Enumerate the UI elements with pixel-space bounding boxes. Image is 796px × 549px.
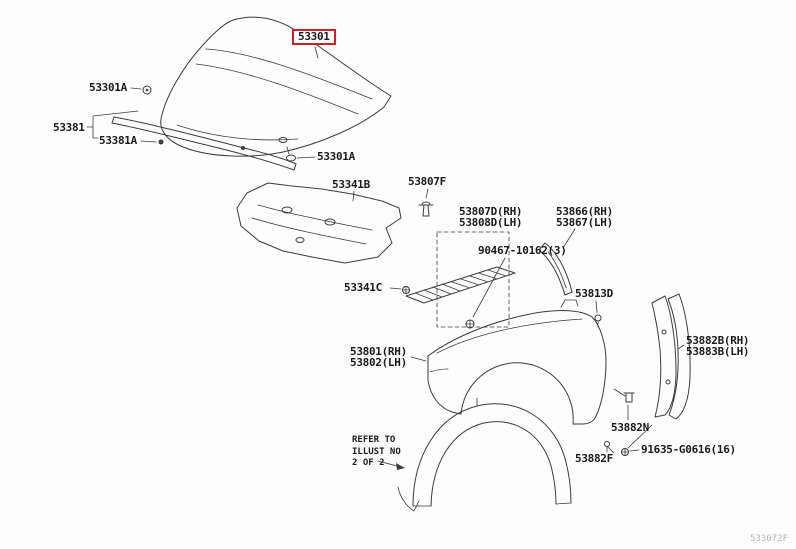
part-label-53381[interactable]: 53381 xyxy=(53,121,85,134)
part-label-91635-g0616[interactable]: 91635-G0616(16) xyxy=(641,443,736,456)
cowl-brace-drawing xyxy=(538,242,573,296)
part-label-53882n[interactable]: 53882N xyxy=(611,421,649,434)
part-label-53301a-left[interactable]: 53301A xyxy=(89,81,127,94)
part-label-53381a[interactable]: 53381A xyxy=(99,134,137,147)
bolt-53882n-drawing xyxy=(623,392,635,403)
part-label-53813d[interactable]: 53813D xyxy=(575,287,613,300)
fender-liner-drawing xyxy=(397,397,572,512)
figure-code-watermark: 533072F xyxy=(750,534,788,544)
cowl-louver-drawing xyxy=(405,231,516,329)
hood-insulator-drawing xyxy=(236,182,402,264)
refer-note: REFER TO ILLUST NO 2 OF 2 xyxy=(352,435,401,470)
apron-brace-drawing xyxy=(651,293,691,420)
clip-53882f-drawing xyxy=(604,441,610,453)
screw-53341c-drawing xyxy=(402,286,410,294)
part-label-53882b-rh[interactable]: 53882B(RH) xyxy=(686,334,750,347)
hood-grommet-right-drawing xyxy=(286,146,296,162)
refer-note-line3: 2 OF 2 xyxy=(352,458,385,469)
refer-note-line1: REFER TO xyxy=(352,435,396,445)
part-label-53301[interactable]: 53301 xyxy=(292,29,336,46)
fender-drawing xyxy=(427,299,607,425)
hood-grommet-left-drawing xyxy=(142,85,152,95)
part-label-53301a-right[interactable]: 53301A xyxy=(317,150,355,163)
part-label-53882f[interactable]: 53882F xyxy=(575,452,613,465)
part-label-53801-rh[interactable]: 53801(RH) xyxy=(350,345,407,358)
part-label-53802-lh[interactable]: 53802(LH) xyxy=(350,356,407,369)
refer-note-line2: ILLUST NO xyxy=(352,446,401,457)
leader-lines xyxy=(86,46,685,470)
screw-91635-drawing xyxy=(621,448,629,456)
part-label-90467-10162[interactable]: 90467-10162(3) xyxy=(478,244,567,257)
part-label-53807d-rh[interactable]: 53807D(RH) xyxy=(459,205,523,218)
part-label-53883b-lh[interactable]: 53883B(LH) xyxy=(686,345,750,358)
part-label-53866-rh[interactable]: 53866(RH) xyxy=(556,205,613,218)
part-label-53341b[interactable]: 53341B xyxy=(332,178,370,191)
part-label-53341c[interactable]: 53341C xyxy=(344,281,382,294)
part-label-53808d-lh[interactable]: 53808D(LH) xyxy=(459,216,523,229)
part-label-53867-lh[interactable]: 53867(LH) xyxy=(556,216,613,229)
part-label-53807f[interactable]: 53807F xyxy=(408,175,446,188)
clip-53807f-drawing xyxy=(418,201,434,217)
hood-seal-drawing xyxy=(111,116,297,171)
